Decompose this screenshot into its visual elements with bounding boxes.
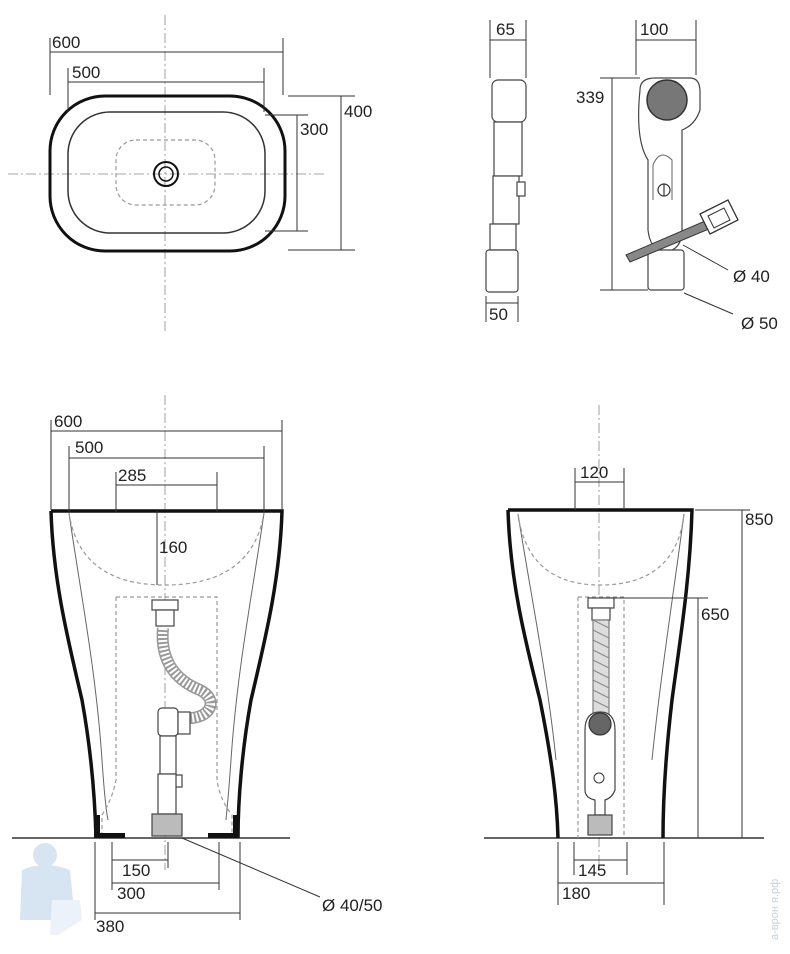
front-view: 600 500 285 160 150 300 380 Ø 40/50 — [12, 395, 383, 936]
dim-side-145: 145 — [578, 861, 606, 880]
dim-trap-339: 339 — [576, 88, 604, 107]
dim-top-400: 400 — [344, 102, 372, 121]
dim-side-850: 850 — [745, 510, 773, 529]
dim-trap-d50: Ø 50 — [741, 314, 778, 333]
side-view: 120 850 650 145 180 — [484, 405, 773, 905]
trap-front-view: 100 339 Ø 40 Ø 50 — [576, 20, 778, 333]
watermark-text: а-врон я.рф — [769, 879, 781, 940]
dim-front-285: 285 — [118, 466, 146, 485]
side-pedestal-outline — [506, 508, 694, 839]
basin-outer-outline — [48, 94, 287, 253]
dim-front-d40-50: Ø 40/50 — [322, 896, 383, 915]
dim-trap-d40: Ø 40 — [733, 267, 770, 286]
saw-icon — [625, 199, 739, 263]
dim-trap-100: 100 — [640, 20, 668, 39]
dim-front-300: 300 — [117, 884, 145, 903]
drain-trap — [151, 599, 217, 837]
dim-front-160: 160 — [159, 538, 187, 557]
dim-top-500: 500 — [72, 63, 100, 82]
side-drain-trap — [584, 597, 616, 836]
dim-front-500: 500 — [75, 438, 103, 457]
dim-side-650: 650 — [701, 605, 729, 624]
basin-inner-outline — [67, 111, 266, 234]
dim-trap-50: 50 — [489, 305, 508, 324]
dim-top-600: 600 — [52, 33, 80, 52]
dim-front-600: 600 — [54, 412, 82, 431]
top-view: 600 500 300 400 — [8, 15, 372, 332]
trap-side-view: 65 50 — [485, 20, 527, 324]
dim-side-180: 180 — [562, 884, 590, 903]
dim-trap-65: 65 — [496, 20, 515, 39]
plumber-logo-icon — [20, 843, 82, 935]
dim-top-300: 300 — [300, 120, 328, 139]
pedestal-outline — [49, 509, 284, 839]
trap-head — [491, 79, 527, 123]
dim-side-120: 120 — [580, 463, 608, 482]
dim-front-380: 380 — [96, 917, 124, 936]
dim-front-150: 150 — [122, 861, 150, 880]
drain-hole-icon — [153, 161, 179, 187]
